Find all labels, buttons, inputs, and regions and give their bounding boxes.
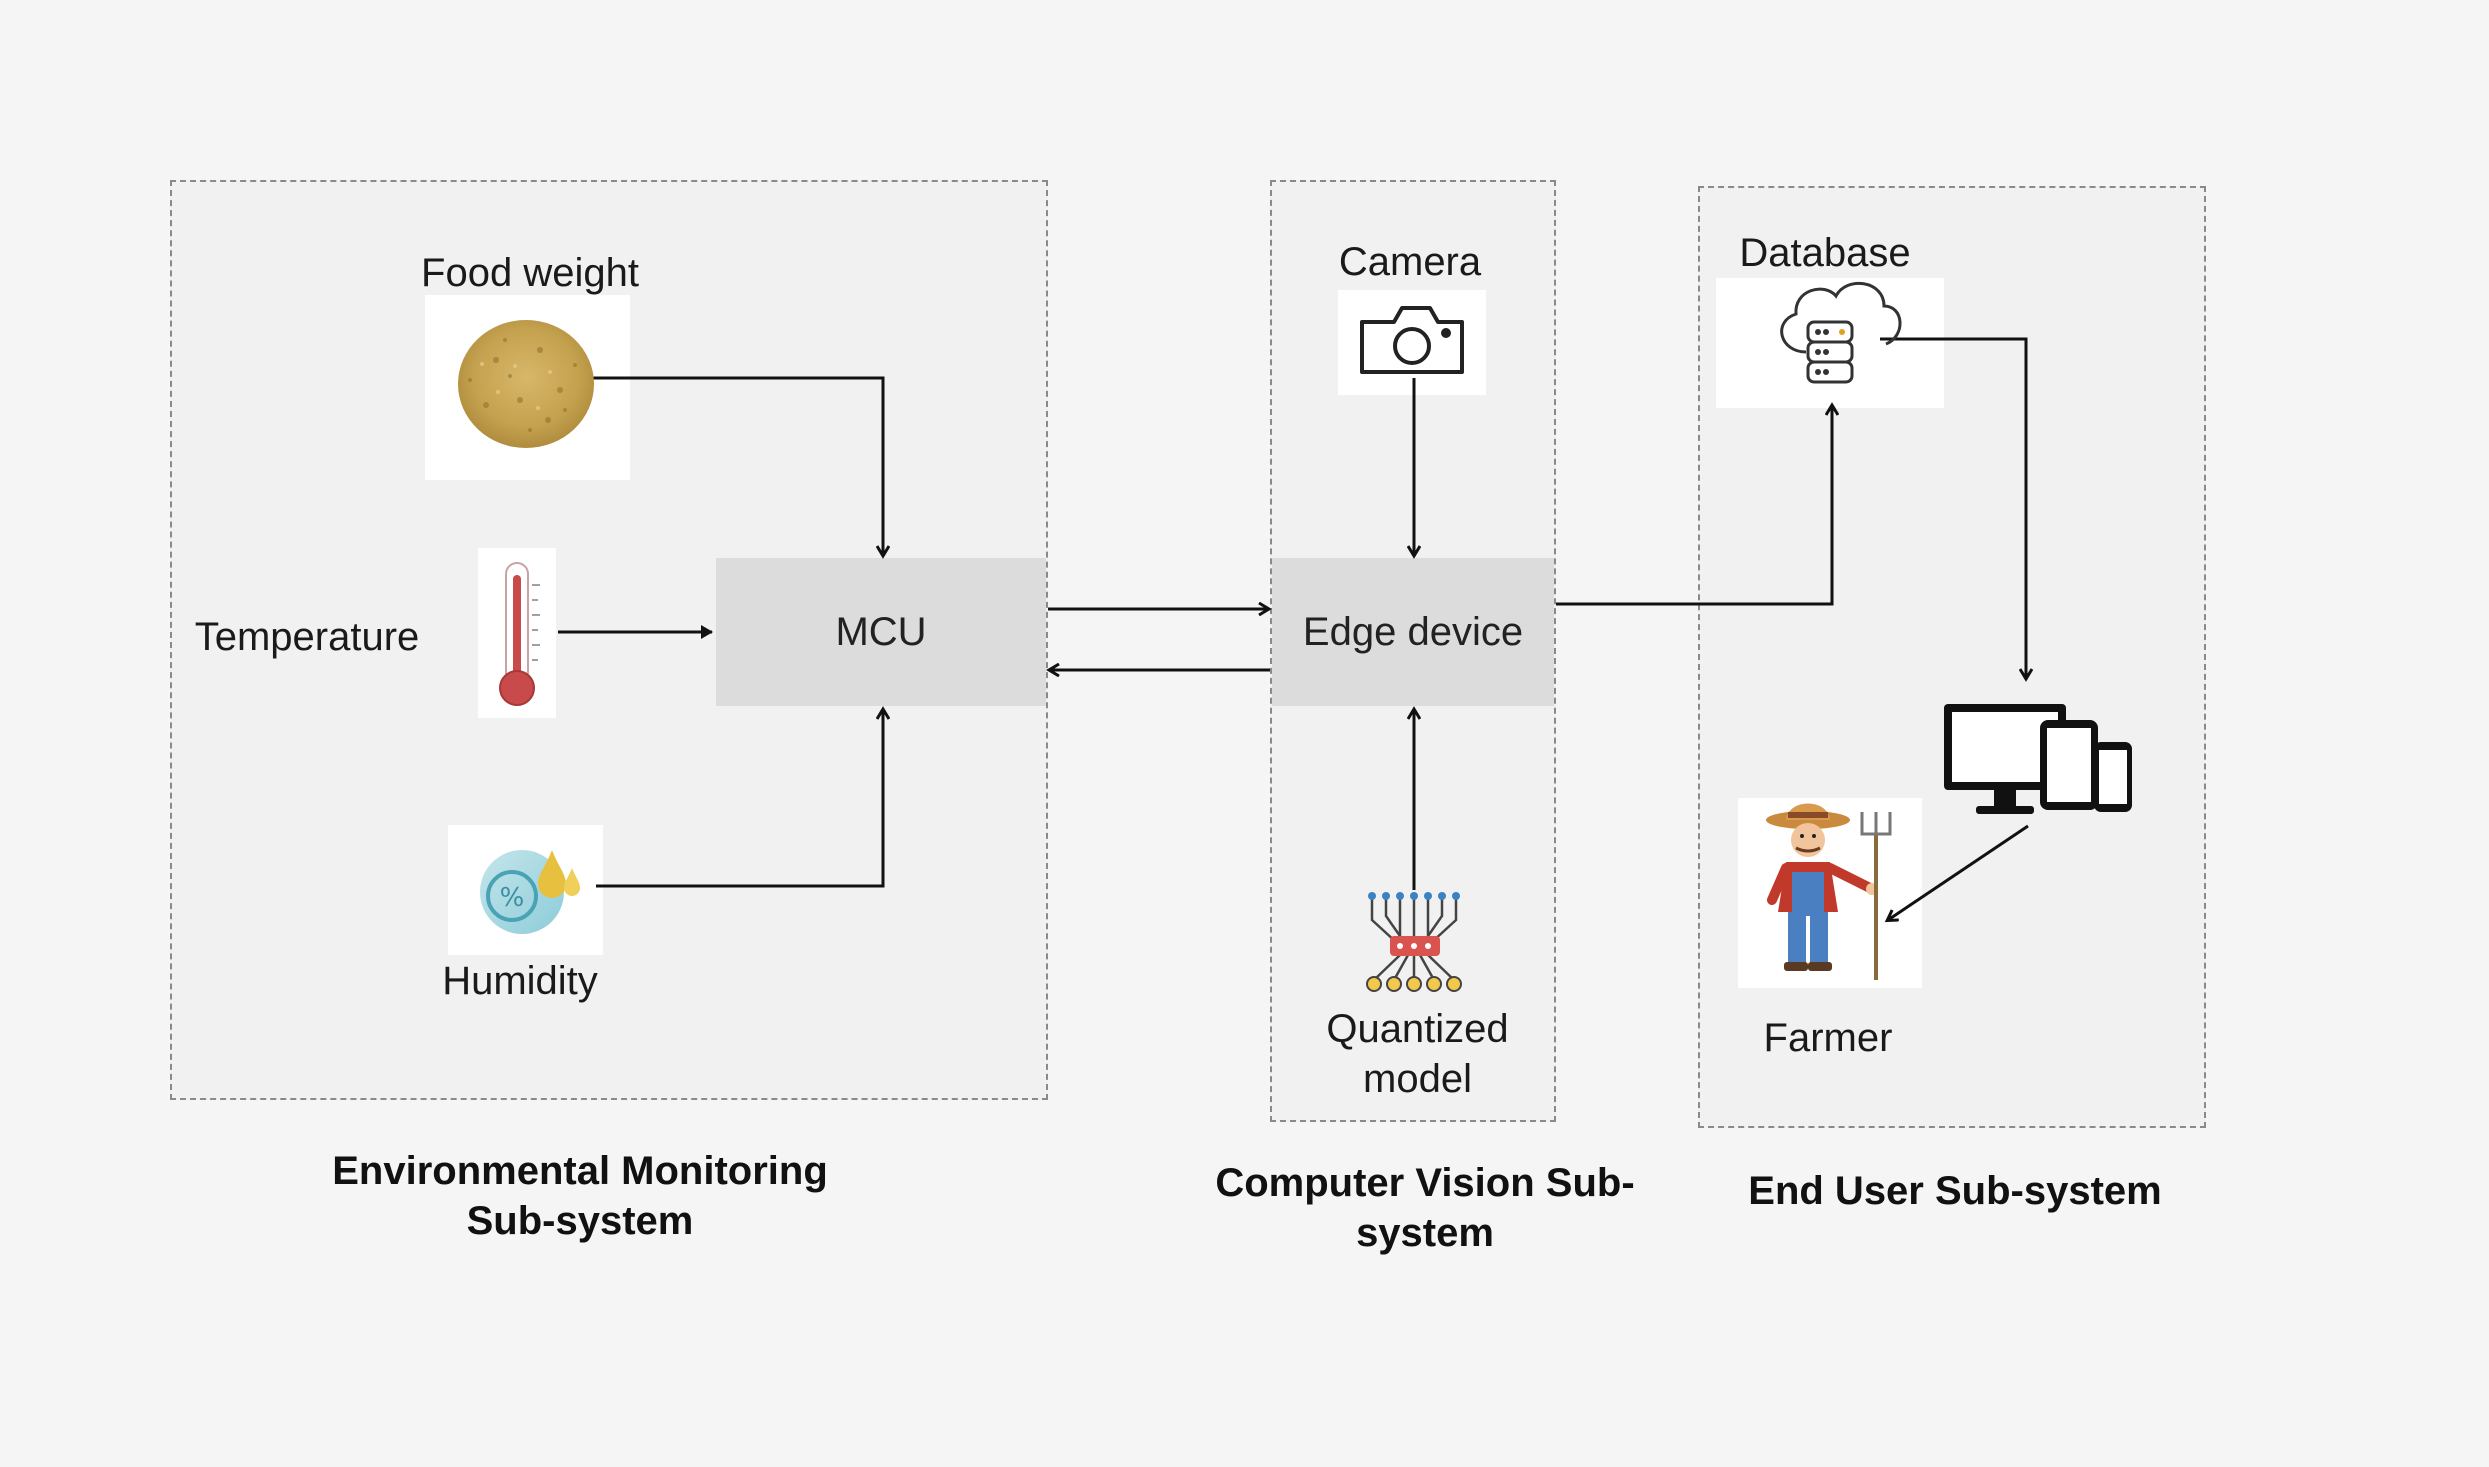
environmental-caption-line1: Environmental Monitoring bbox=[332, 1149, 828, 1193]
end-user-caption: End User Sub-system bbox=[1748, 1169, 2162, 1213]
mcu-node: MCU bbox=[716, 558, 1046, 706]
arrow-edge-to-database bbox=[1556, 406, 1832, 606]
cloud-database-icon bbox=[1780, 281, 1902, 384]
food-weight-icon bbox=[458, 320, 594, 448]
camera-label: Camera bbox=[1338, 240, 1482, 284]
database-label: Database bbox=[1739, 231, 1911, 275]
farmer-icon bbox=[1766, 803, 1892, 980]
farmer-label: Farmer bbox=[1763, 1016, 1893, 1060]
computer-vision-caption-line2: system bbox=[1356, 1211, 1494, 1255]
quantized-model-label-line2: model bbox=[1363, 1057, 1472, 1101]
humidity-label: Humidity bbox=[442, 959, 598, 1003]
quantized-model-label: Quantized model bbox=[1300, 1004, 1535, 1104]
thermometer-icon bbox=[499, 562, 540, 706]
neural-network-icon bbox=[1366, 892, 1462, 992]
computer-vision-caption: Computer Vision Sub- system bbox=[1190, 1158, 1660, 1258]
environmental-monitoring-caption: Environmental Monitoring Sub-system bbox=[300, 1146, 860, 1246]
environmental-caption-line2: Sub-system bbox=[466, 1199, 694, 1243]
camera-icon bbox=[1360, 306, 1464, 374]
svg-text:%: % bbox=[500, 883, 525, 913]
temperature-label: Temperature bbox=[194, 615, 420, 659]
mcu-label: MCU bbox=[835, 609, 927, 654]
quantized-model-label-line1: Quantized bbox=[1326, 1007, 1509, 1051]
arrow-database-to-devices bbox=[1880, 337, 2026, 678]
arrow-food-to-mcu bbox=[592, 376, 883, 555]
computer-vision-caption-line1: Computer Vision Sub- bbox=[1215, 1161, 1635, 1205]
food-weight-label: Food weight bbox=[421, 251, 639, 295]
devices-icon bbox=[1944, 704, 2132, 814]
arrow-humidity-to-mcu bbox=[596, 710, 883, 888]
humidity-icon: % bbox=[480, 850, 580, 934]
edge-device-node: Edge device bbox=[1272, 558, 1554, 706]
edge-device-label: Edge device bbox=[1302, 609, 1524, 654]
arrow-devices-to-farmer bbox=[1888, 824, 2029, 920]
